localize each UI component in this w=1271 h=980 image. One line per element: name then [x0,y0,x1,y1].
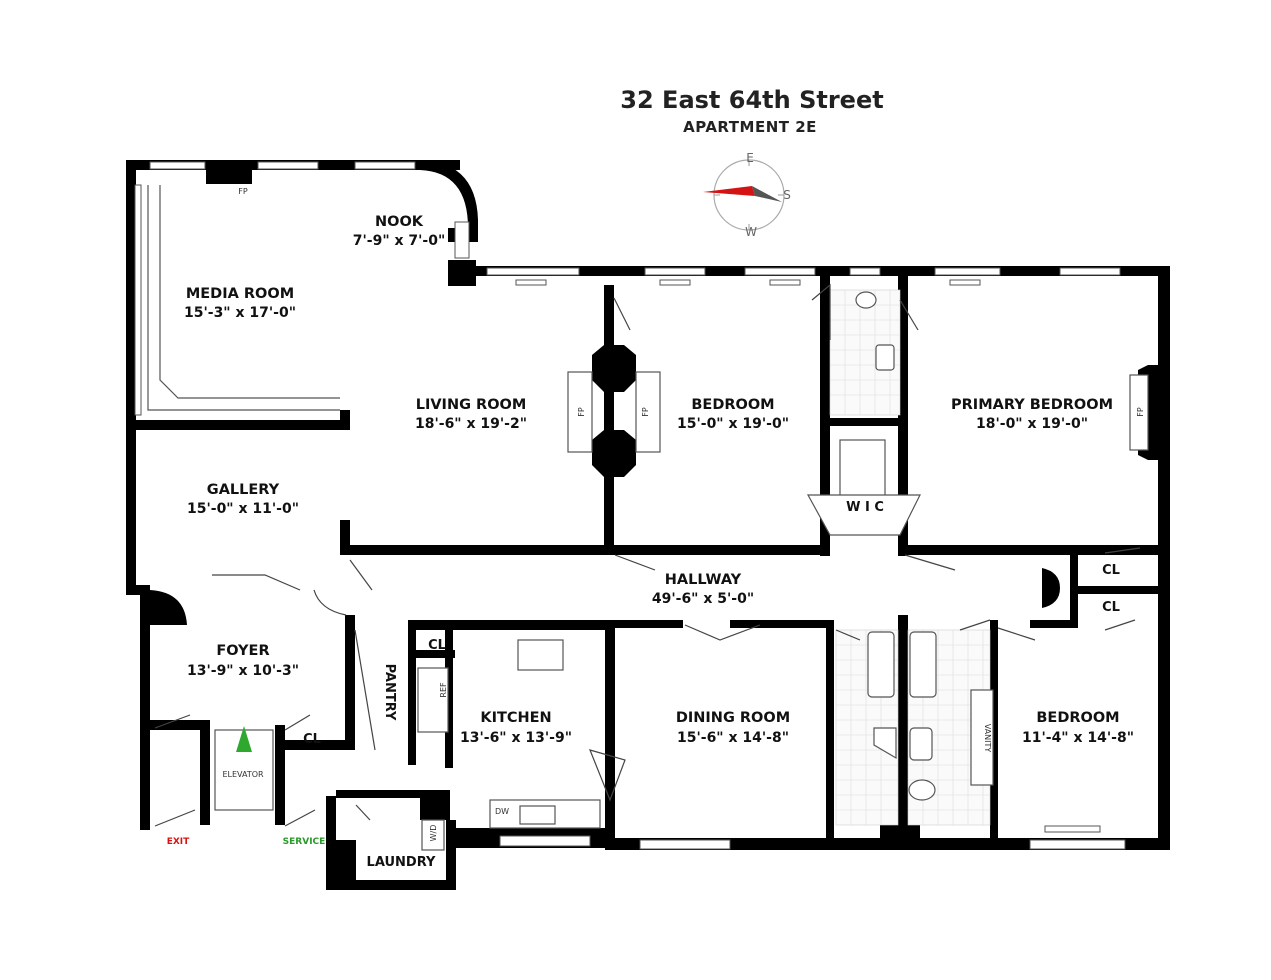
room-dims-living: 18'-6" x 19'-2" [415,416,527,432]
windows [134,161,1126,850]
room-dims-foyer: 13'-9" x 10'-3" [187,663,299,679]
room-name-primary: PRIMARY BEDROOM [951,397,1113,413]
fp-label-media: FP [238,187,248,196]
fp-label-primary: FP [1136,407,1145,417]
elevator-arrow-icon [236,726,252,752]
room-name-foyer: FOYER [216,643,269,659]
fp-label-living: FP [577,407,586,417]
plan-subtitle: APARTMENT 2E [683,118,817,136]
exit-label: EXIT [167,837,190,847]
door-swings [154,283,1141,827]
room-dims-bedroom-2: 11'-4" x 14'-8" [1022,730,1134,746]
fixture-labels: FP FP FP FP W I C CL CL CL CL PANTRY LAU… [167,187,1145,870]
pantry-label: PANTRY [382,664,397,721]
closet-label-kitchen: CL [428,638,446,653]
compass-label-e: E [746,151,754,165]
closet-label-2: CL [1102,600,1120,615]
room-name-media: MEDIA ROOM [186,286,294,302]
room-name-nook: NOOK [375,214,424,230]
plan-title: 32 East 64th Street [620,86,883,114]
dw-label: DW [495,807,509,816]
compass-label-s: S [783,188,791,202]
closet-label-1: CL [1102,563,1120,578]
wic-label: W I C [846,500,884,515]
room-name-bedroom-1: BEDROOM [691,397,774,413]
room-name-kitchen: KITCHEN [480,710,551,726]
service-label: SERVICE [283,837,326,847]
room-dims-media: 15'-3" x 17'-0" [184,305,296,321]
room-dims-nook: 7'-9" x 7'-0" [353,233,446,249]
room-dims-hallway: 49'-6" x 5'-0" [652,591,754,607]
elevator-label: ELEVATOR [222,770,264,779]
ref-label: REF [439,682,448,698]
room-name-hallway: HALLWAY [665,572,742,588]
room-dims-gallery: 15'-0" x 11'-0" [187,501,299,517]
room-name-bedroom-2: BEDROOM [1036,710,1119,726]
compass-label-w: W [745,225,757,239]
room-dims-kitchen: 13'-6" x 13'-9" [460,730,572,746]
compass-needle [703,186,755,196]
vanity-label: VANITY [983,724,992,753]
wd-label: W/D [429,825,438,842]
room-dims-dining: 15'-6" x 14'-8" [677,730,789,746]
interior-walls [126,170,1165,890]
compass-icon: E S W [703,151,791,239]
room-name-gallery: GALLERY [207,482,280,498]
room-labels: MEDIA ROOM 15'-3" x 17'-0" NOOK 7'-9" x … [184,214,1134,746]
room-dims-primary: 18'-0" x 19'-0" [976,416,1088,432]
room-name-living: LIVING ROOM [416,397,527,413]
fp-label-bedroom: FP [641,407,650,417]
closet-label-foyer: CL [303,732,321,747]
room-name-dining: DINING ROOM [676,710,790,726]
room-dims-bedroom-1: 15'-0" x 19'-0" [677,416,789,432]
laundry-label: LAUNDRY [367,855,436,870]
